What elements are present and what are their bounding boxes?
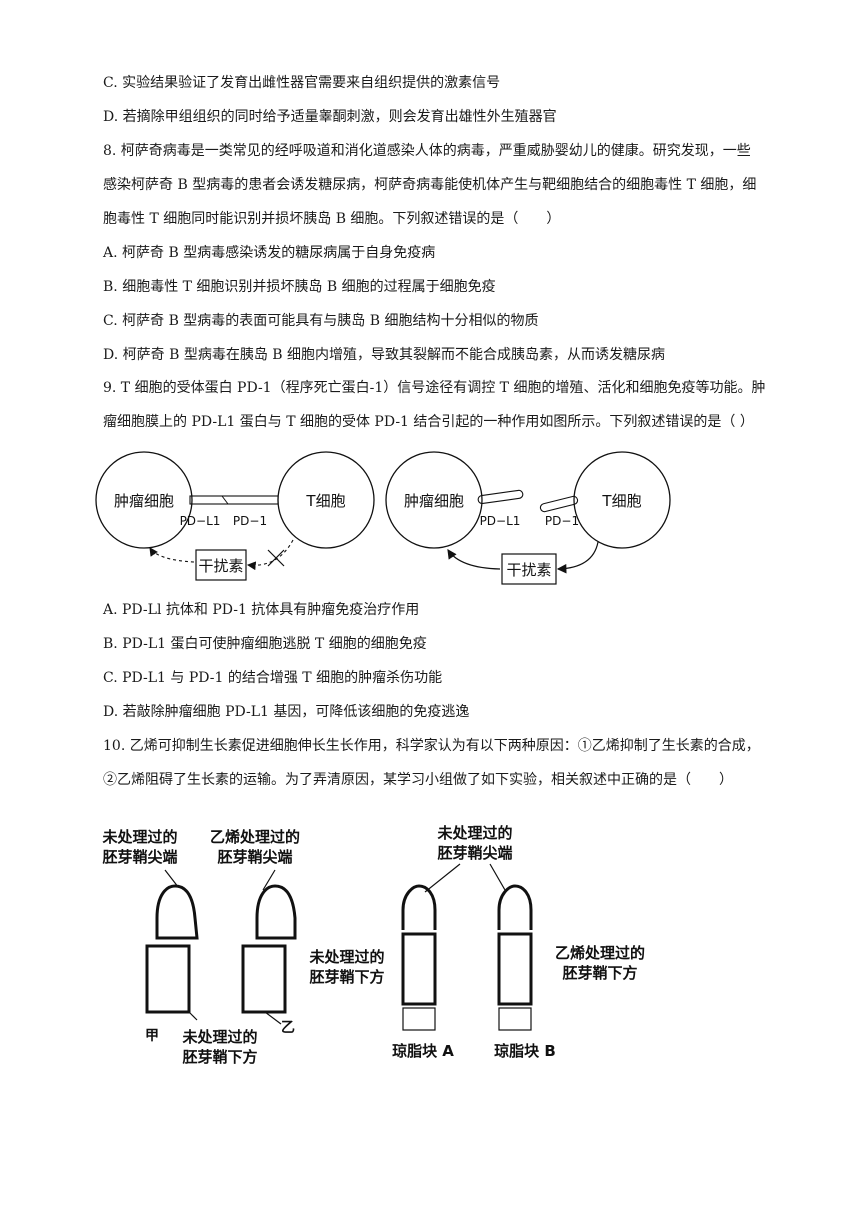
t-cell-label-left: T细胞 — [305, 492, 345, 510]
option-b-q8: B. 细胞毒性 T 细胞识别并损坏胰岛 B 细胞的过程属于细胞免疫 — [103, 279, 496, 295]
tumor-cell-label-left: 肿瘤细胞 — [114, 492, 174, 510]
option-c-q7: C. 实验结果验证了发育出雌性器官需要来自组织提供的激素信号 — [103, 75, 501, 91]
label-untreated-tip-1a: 未处理过的 — [101, 828, 177, 846]
question-8-line-1: 8. 柯萨奇病毒是一类常见的经呼吸道和消化道感染人体的病毒，严重威胁婴幼儿的健康… — [103, 143, 751, 159]
option-a-q8: A. 柯萨奇 B 型病毒感染诱发的糖尿病属于自身免疫病 — [103, 245, 436, 261]
question-10-line-2: ②乙烯阻碍了生长素的运输。为了弄清原因，某学习小组做了如下实验，相关叙述中正确的… — [103, 772, 733, 788]
tumor-cell-circle-left — [95, 451, 193, 549]
pdl1-label-right: PD−L1 — [480, 514, 521, 528]
label-untreated-lower-1a: 未处理过的 — [181, 1028, 257, 1046]
label-untreated-tip-2a: 未处理过的 — [436, 824, 512, 842]
question-10-line-1: 10. 乙烯可抑制生长素促进细胞伸长生长作用，科学家认为有以下两种原因：①乙烯抑… — [103, 738, 760, 754]
tumor-cell-circle-right — [385, 451, 483, 549]
option-d-q8: D. 柯萨奇 B 型病毒在胰岛 B 细胞内增殖，导致其裂解而不能合成胰岛素，从而… — [103, 347, 666, 363]
label-jia: 甲 — [145, 1028, 159, 1044]
group-yi: 乙 — [241, 884, 297, 1036]
label-untreated-lower-1b: 胚芽鞘下方 — [182, 1048, 257, 1066]
question-9-line-1: 9. T 细胞的受体蛋白 PD-1（程序死亡蛋白-1）信号途径有调控 T 细胞的… — [103, 380, 766, 396]
diagram-unbound: 肿瘤细胞 T细胞 PD−L1 PD−1 干扰素 — [385, 451, 671, 585]
pd1-label-left: PD−1 — [233, 514, 267, 528]
pdl1-bar — [477, 489, 524, 505]
option-d-q9: D. 若敲除肿瘤细胞 PD-L1 基因，可降低该细胞的免疫逃逸 — [103, 704, 470, 720]
question-8-line-3: 胞毒性 T 细胞同时能识别并损坏胰岛 B 细胞。下列叙述错误的是（ ） — [103, 211, 561, 227]
label-untreated-lower-2a: 未处理过的 — [308, 948, 384, 966]
pdl1-label-left: PD−L1 — [180, 514, 221, 528]
label-yi: 乙 — [281, 1020, 295, 1036]
pd1-label-right: PD−1 — [545, 514, 579, 528]
group-jia: 甲 — [145, 884, 199, 1044]
interferon-box-left — [195, 549, 247, 581]
option-d-q7: D. 若摘除甲组组织的同时给予适量睾酮刺激，则会发育出雄性外生殖器官 — [103, 109, 557, 125]
label-ethylene-tip-b: 胚芽鞘尖端 — [217, 848, 292, 866]
interferon-label-right: 干扰素 — [506, 561, 551, 579]
tumor-cell-label-right: 肿瘤细胞 — [404, 492, 464, 510]
label-agar-b: 琼脂块 B — [494, 1042, 556, 1060]
label-agar-a: 琼脂块 A — [392, 1042, 454, 1060]
interferon-box-right — [501, 553, 557, 585]
t-cell-label-right: T细胞 — [601, 492, 641, 510]
label-untreated-tip-2b: 胚芽鞘尖端 — [437, 844, 512, 862]
label-ethylene-lower-a: 乙烯处理过的 — [555, 944, 645, 962]
bound-receptor-bar — [189, 495, 279, 505]
interferon-label-left: 干扰素 — [198, 557, 243, 575]
pd1-bar — [539, 495, 579, 513]
figure-ethylene-experiment: 未处理过的 胚芽鞘尖端 乙烯处理过的 胚芽鞘尖端 未处理过的 胚芽鞘尖端 甲 乙… — [85, 820, 685, 1080]
question-8-line-2: 感染柯萨奇 B 型病毒的患者会诱发糖尿病，柯萨奇病毒能使机体产生与靶细胞结合的细… — [103, 177, 757, 193]
t-cell-circle-right — [573, 451, 671, 549]
option-c-q9: C. PD-L1 与 PD-1 的结合增强 T 细胞的肿瘤杀伤功能 — [103, 670, 443, 686]
group-agar-b: 琼脂块 B — [494, 884, 556, 1060]
option-c-q8: C. 柯萨奇 B 型病毒的表面可能具有与胰岛 B 细胞结构十分相似的物质 — [103, 313, 539, 329]
label-ethylene-lower-b: 胚芽鞘下方 — [562, 964, 637, 982]
label-untreated-tip-1b: 胚芽鞘尖端 — [102, 848, 177, 866]
diagram-bound: 肿瘤细胞 T细胞 PD−L1 PD−1 干扰素 — [95, 451, 375, 581]
label-ethylene-tip-a: 乙烯处理过的 — [210, 828, 300, 846]
label-untreated-lower-2b: 胚芽鞘下方 — [309, 968, 384, 986]
option-b-q9: B. PD-L1 蛋白可使肿瘤细胞逃脱 T 细胞的细胞免疫 — [103, 636, 427, 652]
figure-pd1-pathway: 肿瘤细胞 T细胞 PD−L1 PD−1 干扰素 肿瘤细胞 T细胞 PD−L1 P… — [88, 450, 688, 590]
group-agar-a: 琼脂块 A — [392, 884, 454, 1060]
option-a-q9: A. PD-Ll 抗体和 PD-1 抗体具有肿瘤免疫治疗作用 — [103, 602, 420, 618]
question-9-line-2: 瘤细胞膜上的 PD-L1 蛋白与 T 细胞的受体 PD-1 结合引起的一种作用如… — [103, 414, 754, 430]
